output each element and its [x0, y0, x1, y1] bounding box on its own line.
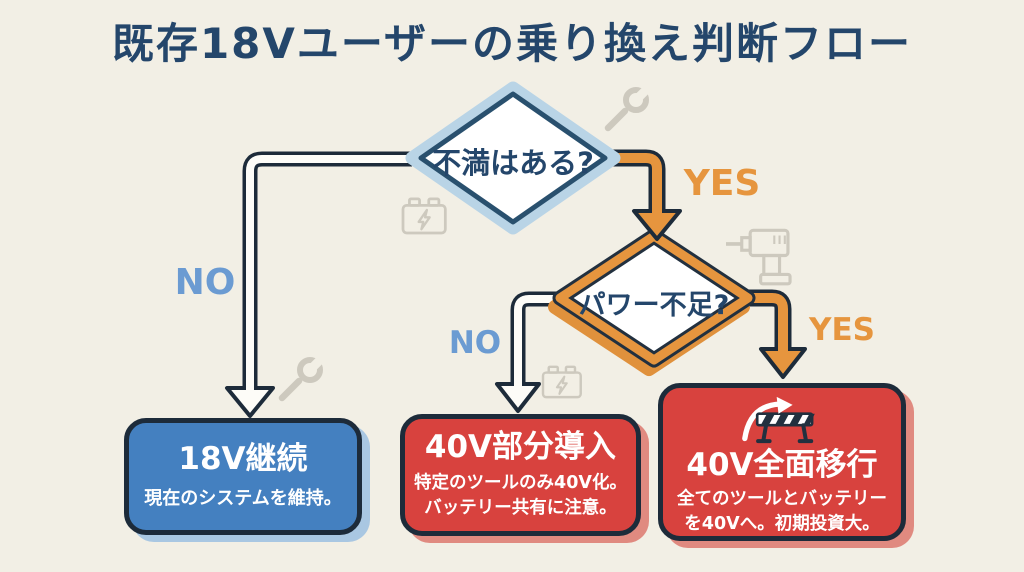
outcome-title: 40V部分導入: [424, 428, 617, 465]
outcome-description-line1: 全てのツールとバッテリー: [677, 489, 887, 509]
battery-icon: [401, 197, 447, 235]
outcome-description: 特定のツールのみ40V化。 バッテリー共有に注意。: [414, 471, 627, 520]
arrowhead-no-1: [225, 381, 275, 418]
connector-no-1: [242, 151, 412, 390]
decision-node-dissatisfaction: 不満はある?: [432, 146, 594, 180]
page-title: 既存18Vユーザーの乗り換え判断フロー: [111, 19, 913, 68]
outcome-card-18v-continue: 18V継続 現在のシステムを維持。: [124, 418, 362, 535]
decision-1-shape: [405, 81, 621, 235]
outcome-card-40v-full: 40V全面移行 全てのツールとバッテリー を40Vへ。初期投資大。: [658, 383, 906, 541]
branch-label-no-1: NO: [174, 262, 236, 303]
outcome-title: 40V全面移行: [686, 447, 878, 484]
arrowhead-no-2: [495, 377, 541, 413]
outcome-description-line1: 特定のツールのみ40V化。: [414, 473, 627, 494]
drill-icon: [724, 228, 792, 286]
arrowhead-yes-2: [759, 342, 807, 379]
wrench-icon: [608, 87, 649, 128]
arrowhead-yes-1: [632, 204, 682, 241]
branch-label-yes-2: YES: [809, 312, 875, 348]
connector-yes-2: [744, 289, 792, 351]
outcome-description: 現在のシステムを維持。: [144, 488, 342, 510]
outcome-description-line2: バッテリー共有に注意。: [424, 497, 617, 518]
branch-label-no-2: NO: [448, 325, 502, 361]
outcome-card-40v-partial: 40V部分導入 特定のツールのみ40V化。 バッテリー共有に注意。: [400, 414, 641, 536]
connector-yes-1: [610, 149, 666, 213]
decision-node-power-shortage: パワー不足?: [578, 290, 730, 321]
outcome-description: 全てのツールとバッテリー を40Vへ。初期投資大。: [677, 487, 887, 536]
decision-2-shape: [548, 228, 756, 376]
wrench-icon: [282, 357, 323, 398]
connector-no-2: [510, 291, 562, 386]
outcome-description-line2: を40Vへ。初期投資大。: [684, 513, 880, 534]
outcome-title: 18V継続: [178, 440, 308, 477]
barrier-hurdle-arrow-icon: [742, 396, 815, 444]
branch-label-yes-1: YES: [683, 163, 761, 204]
battery-icon: [541, 365, 582, 399]
